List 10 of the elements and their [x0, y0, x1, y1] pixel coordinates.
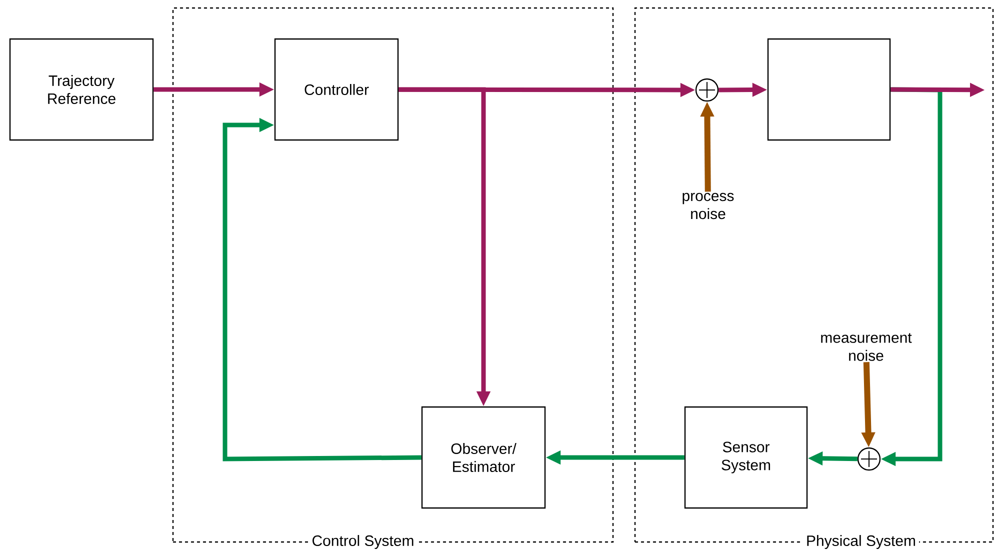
block-box: Sensor System	[684, 406, 808, 509]
block-box	[767, 38, 891, 141]
block-box: Trajectory Reference	[9, 38, 154, 141]
noise-label: measurement noise	[821, 333, 912, 361]
noise-label: process noise	[682, 192, 734, 220]
arrow	[222, 118, 422, 462]
block-box: Observer/ Estimator	[421, 406, 546, 509]
summing-junction	[695, 78, 719, 102]
block-box: Controller	[274, 38, 399, 141]
summing-junction	[857, 447, 881, 471]
